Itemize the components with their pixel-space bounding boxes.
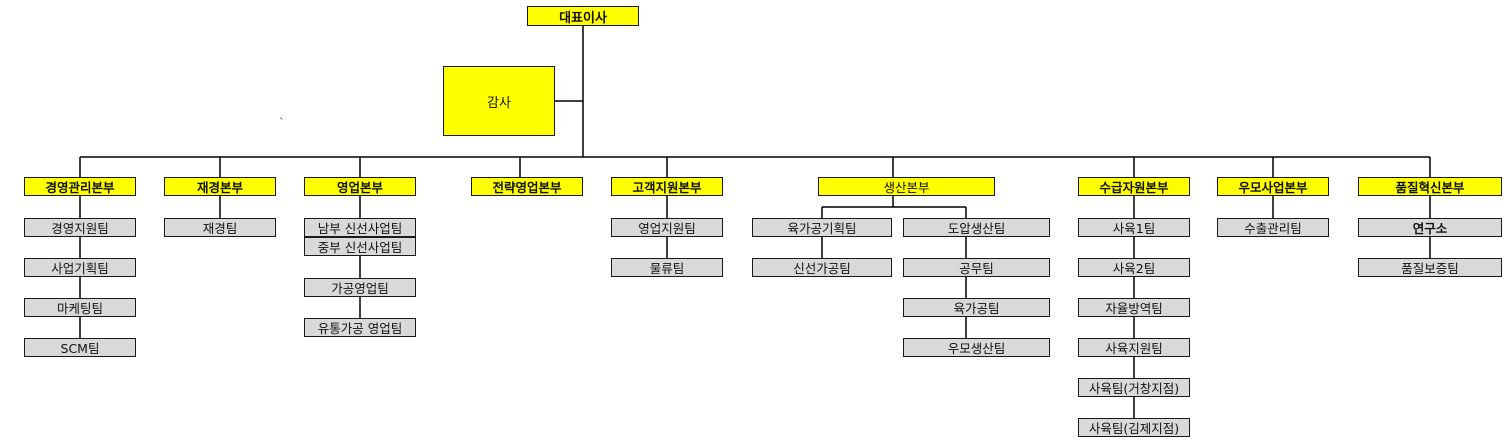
team-box: SCM팀 [24,338,136,357]
division-woomo: 우모사업본부 [1217,177,1329,196]
team-box: 수출관리팀 [1217,218,1329,237]
team-box: 사육1팀 [1078,218,1190,237]
division-sales: 영업본부 [304,177,416,196]
division-mgmt: 경영관리본부 [24,177,136,196]
team-box: 육가공기획팀 [752,218,892,237]
team-box: 사육팀(김제지점) [1078,418,1190,437]
division-quality: 품질혁신본부 [1358,177,1502,196]
team-box: 품질보증팀 [1358,258,1502,277]
division-production: 생산본부 [818,177,995,196]
division-strategic-sales: 전략영업본부 [471,177,583,196]
audit-box: 감사 [443,66,555,136]
team-box: 사육2팀 [1078,258,1190,277]
team-box: 마케팅팀 [24,298,136,317]
team-box: 경영지원팀 [24,218,136,237]
team-box: 자율방역팀 [1078,298,1190,317]
team-box: 신선가공팀 [752,258,892,277]
team-box: 사업기획팀 [24,258,136,277]
team-box: 사육지원팀 [1078,338,1190,357]
team-box: 남부 신선사업팀 [304,218,416,237]
ceo-box: 대표이사 [527,6,639,26]
team-box: 공무팀 [903,258,1050,277]
team-box: 유통가공 영업팀 [304,318,416,337]
stray-mark: ` [279,116,285,129]
division-customer-support: 고객지원본부 [611,177,723,196]
team-box: 영업지원팀 [611,218,723,237]
team-box: 사육팀(거창지점) [1078,378,1190,397]
team-box: 도압생산팀 [903,218,1050,237]
division-finance: 재경본부 [164,177,276,196]
team-box: 우모생산팀 [903,338,1050,357]
team-box: 재경팀 [164,218,276,237]
team-box: 육가공팀 [903,298,1050,317]
team-box-research-lab: 연구소 [1358,218,1502,237]
division-supply: 수급자원본부 [1078,177,1190,196]
team-box: 중부 신선사업팀 [304,237,416,256]
team-box: 가공영업팀 [304,278,416,297]
team-box: 물류팀 [611,258,723,277]
